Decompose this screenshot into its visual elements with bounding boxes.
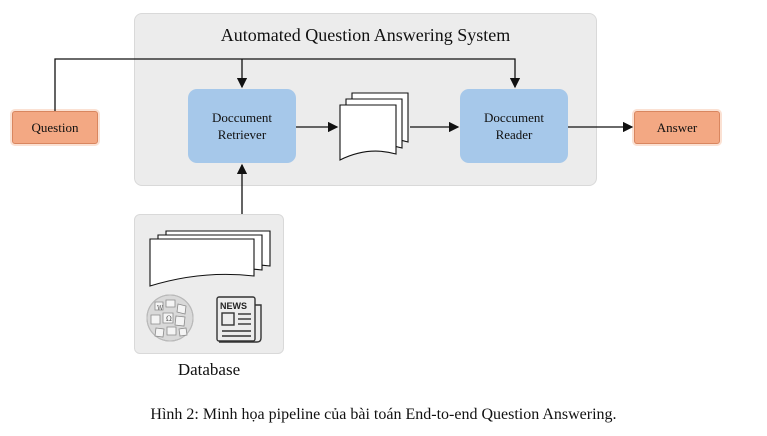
newspaper-icon	[216, 296, 262, 343]
database-label: Database	[177, 360, 241, 379]
retrieved-documents-icon	[339, 92, 409, 161]
document-retriever-node: Doccument Retriever	[188, 89, 296, 163]
answer-label: Answer	[656, 119, 698, 135]
newspaper-title: NEWS	[220, 301, 247, 311]
document-retriever-label: Doccument Retriever	[212, 110, 272, 142]
wikipedia-globe-icon: Ω W	[146, 294, 194, 342]
question-node: Question	[12, 111, 98, 144]
system-title: Automated Question Answering System	[220, 25, 511, 45]
svg-text:W: W	[157, 305, 164, 312]
document-reader-node: Doccument Reader	[460, 89, 568, 163]
question-connector	[54, 58, 521, 111]
answer-node: Answer	[634, 111, 720, 144]
question-label: Question	[31, 119, 79, 135]
document-reader-label: Doccument Reader	[484, 110, 544, 142]
figure-caption: Hình 2: Minh họa pipeline của bài toán E…	[150, 406, 617, 423]
database-documents-icon	[149, 230, 271, 287]
svg-text:Ω: Ω	[166, 315, 172, 323]
